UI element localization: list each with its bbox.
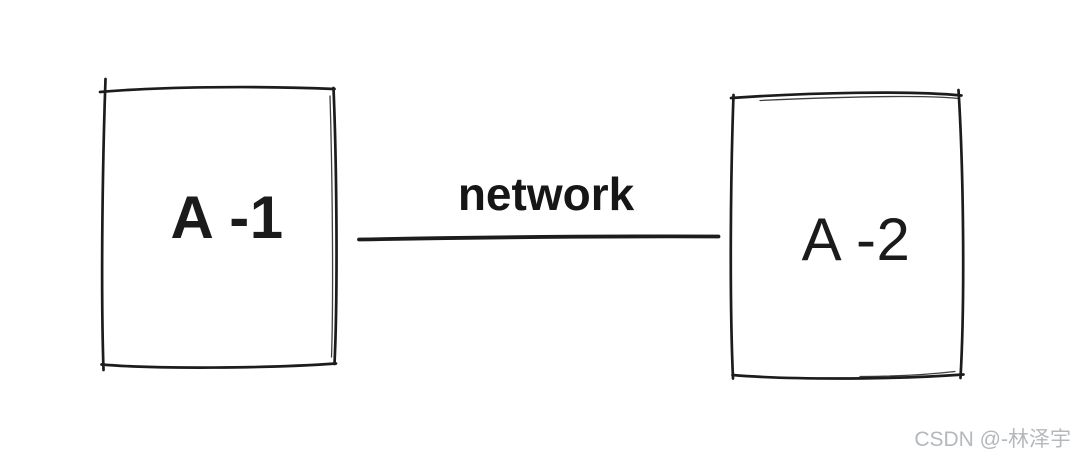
node-a1-label: A -1 bbox=[170, 184, 284, 251]
node-a2-border bbox=[729, 88, 965, 380]
watermark: CSDN @-林泽宇 bbox=[914, 428, 1071, 451]
edge-connector-line bbox=[357, 234, 721, 242]
edge-label: network bbox=[457, 168, 635, 220]
node-a1-border bbox=[98, 77, 338, 372]
node-a2-label: A -2 bbox=[801, 206, 911, 273]
